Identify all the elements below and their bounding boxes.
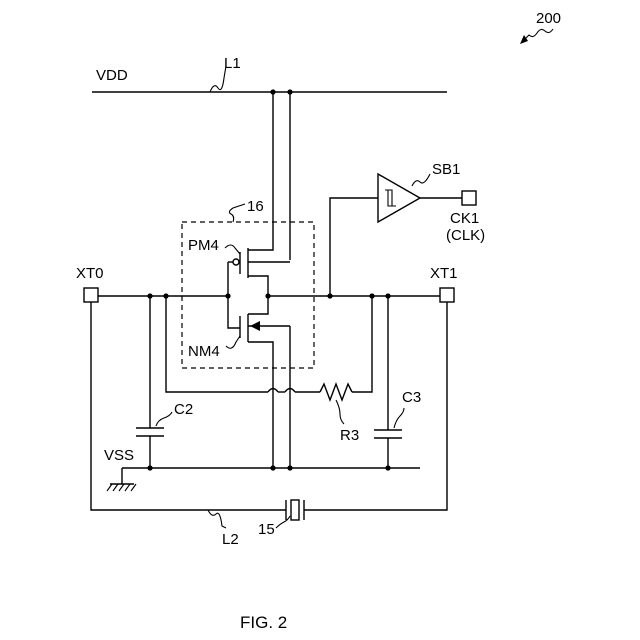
l1-label: L1	[224, 55, 241, 72]
vdd-junction-1	[270, 89, 275, 94]
r3-leader	[336, 400, 344, 424]
nm4-drain	[248, 296, 268, 314]
ck1-terminal	[462, 191, 476, 205]
xt0-terminal	[84, 288, 98, 302]
xt1-label: XT1	[430, 265, 458, 282]
schmitt-buffer	[378, 174, 420, 222]
c3-label: C3	[402, 389, 421, 406]
l2-leader	[208, 510, 226, 528]
junction-gate	[225, 293, 230, 298]
ck1-label: CK1	[450, 210, 479, 227]
vdd-junction-2	[287, 89, 292, 94]
xt0-label: XT0	[76, 265, 104, 282]
vdd-label: VDD	[96, 67, 128, 84]
nm4-source-wire	[248, 342, 273, 468]
crystal-leader	[276, 516, 290, 528]
vss-junction-c3	[385, 465, 390, 470]
crystal-15	[291, 500, 299, 520]
c2-label: C2	[174, 401, 193, 418]
sb1-label: SB1	[432, 161, 460, 178]
nm4-body-arrow	[250, 321, 260, 331]
figure-caption: FIG. 2	[240, 613, 287, 632]
vss-junction-body	[287, 465, 292, 470]
block-leader	[229, 204, 245, 222]
nm4-label: NM4	[188, 343, 220, 360]
l2-right-wire	[304, 302, 447, 510]
sb1-leader	[412, 174, 430, 186]
resistor-r3	[320, 384, 352, 400]
block-label: 16	[247, 198, 264, 215]
vss-junction-c2	[147, 465, 152, 470]
nm4-leader	[226, 336, 240, 348]
pm4-leader	[225, 245, 240, 254]
junction-drain	[265, 293, 270, 298]
vss-label: VSS	[104, 447, 134, 464]
reference-arrowhead	[520, 35, 528, 44]
r3-right-wire	[352, 296, 372, 392]
crystal-label: 15	[258, 521, 275, 538]
figure-reference-number: 200	[536, 10, 561, 27]
c2-leader	[156, 412, 172, 426]
r3-label: R3	[340, 427, 359, 444]
xt1-terminal	[440, 288, 454, 302]
pm4-label: PM4	[188, 237, 219, 254]
vss-junction-nm4	[270, 465, 275, 470]
ground-hatch-icon	[107, 484, 136, 491]
pm4-source	[248, 230, 273, 250]
buffer-input-wire	[330, 198, 378, 296]
c3-leader	[394, 408, 404, 428]
clk-label: (CLK)	[446, 227, 485, 244]
l2-label: L2	[222, 531, 239, 548]
pm4-gate-bubble	[233, 259, 239, 265]
pm4-drain	[248, 276, 268, 296]
